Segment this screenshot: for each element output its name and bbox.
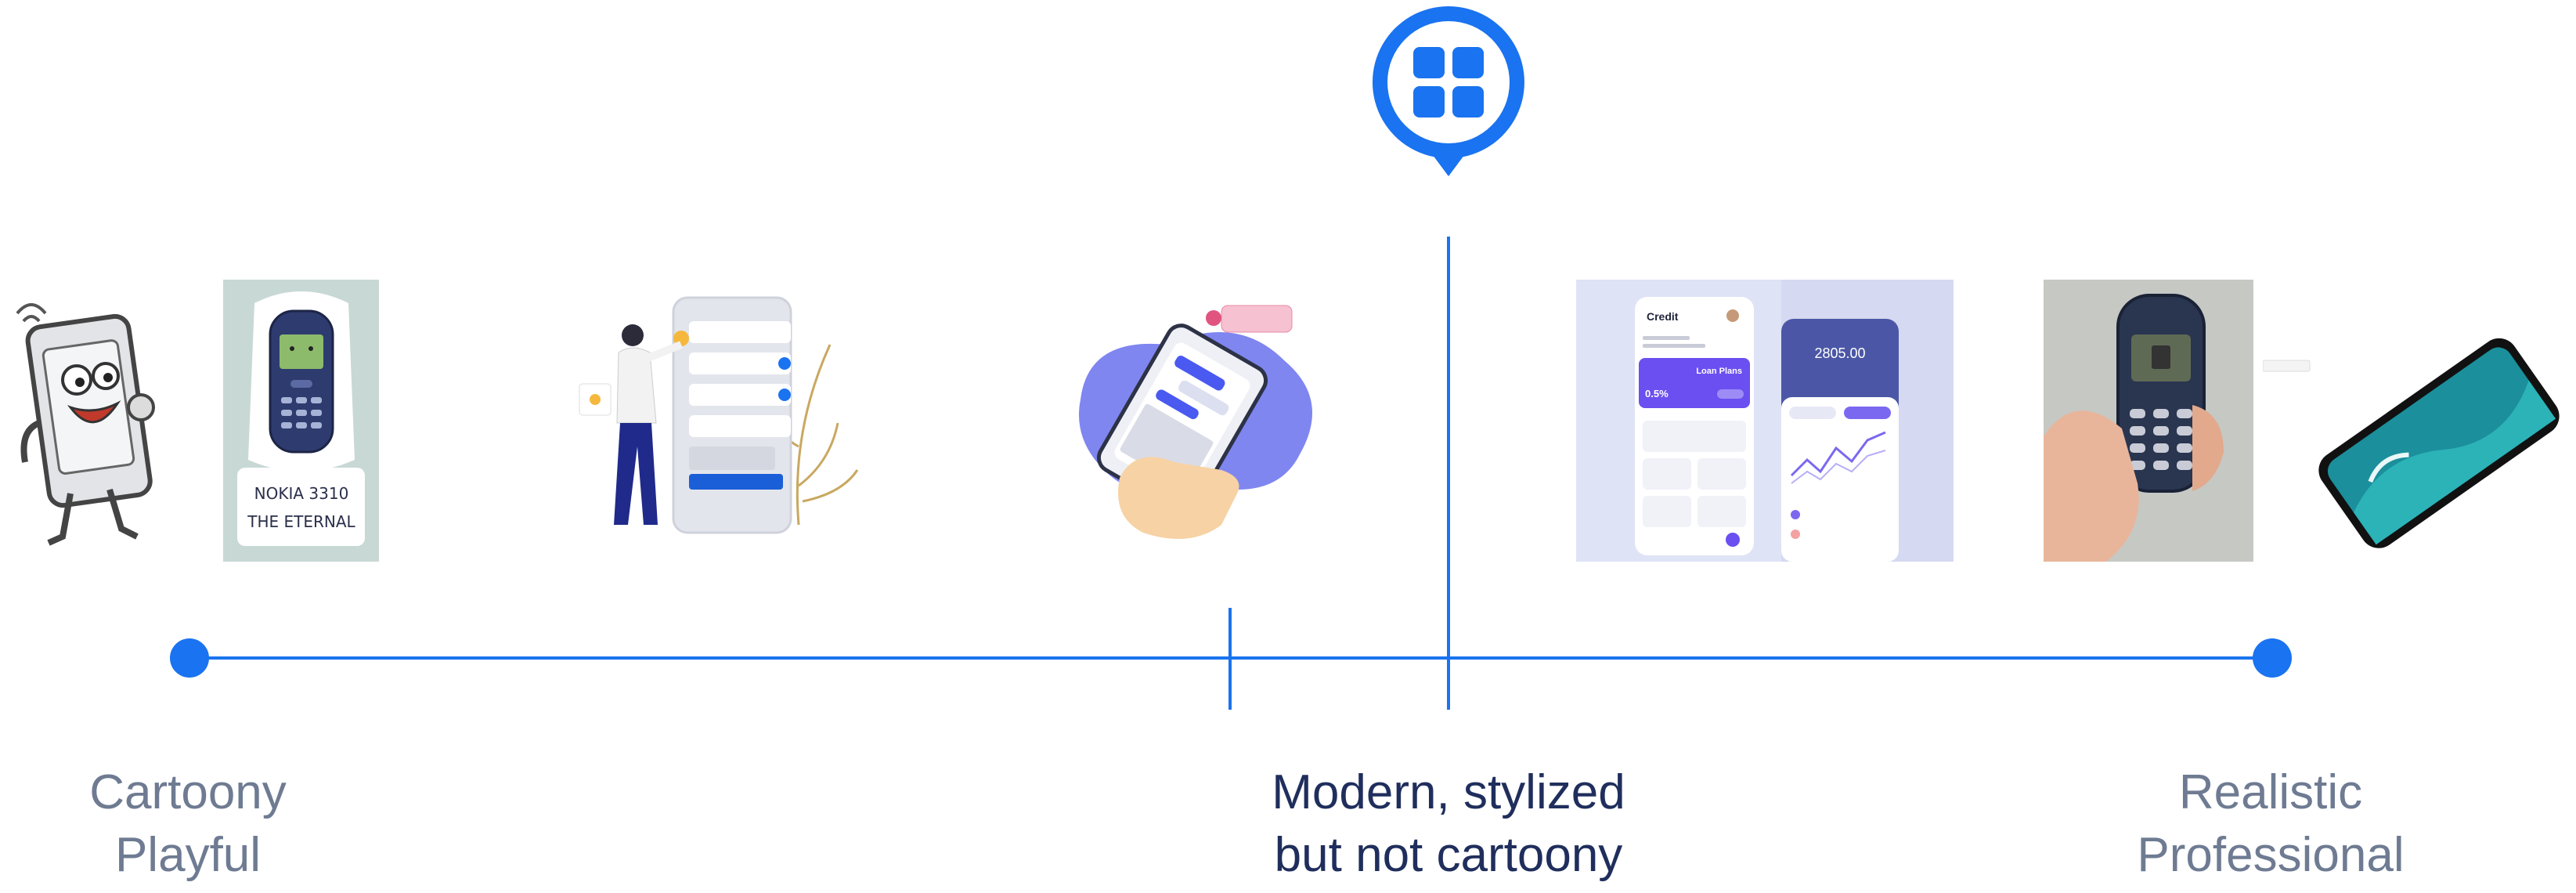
iphone-photo-image xyxy=(2263,333,2576,552)
finance-ui-image: Credit Loan Plans 0.5% 2805.00 xyxy=(1576,280,1954,562)
app-illustration-image xyxy=(579,296,859,534)
axis-end-dot xyxy=(2253,638,2292,678)
loan-rate: 0.5% xyxy=(1645,388,1669,400)
nokia-photo-image xyxy=(2044,280,2253,562)
cartoon-phone-image xyxy=(16,303,155,546)
loan-plans-title: Loan Plans xyxy=(1696,367,1742,376)
chat-illustration-image xyxy=(1079,305,1312,539)
label-realistic-professional: Realistic Professional xyxy=(2137,765,2405,882)
label-modern-stylized: Modern, stylized but not cartoony xyxy=(1272,765,1625,882)
grid-pin-icon xyxy=(1372,6,1524,176)
nokia-sticker-image: NOKIA 3310 THE ETERNAL xyxy=(223,280,379,562)
center-divider xyxy=(1447,237,1450,710)
credit-title: Credit xyxy=(1647,310,1679,323)
balance-value: 2805.00 xyxy=(1814,345,1865,361)
axis-start-dot xyxy=(170,638,209,678)
sticker-line-2: THE ETERNAL xyxy=(247,512,355,531)
sticker-line-1: NOKIA 3310 xyxy=(254,484,349,503)
target-marker-tick xyxy=(1228,608,1232,710)
label-cartoony-playful: Cartoony Playful xyxy=(89,765,287,882)
